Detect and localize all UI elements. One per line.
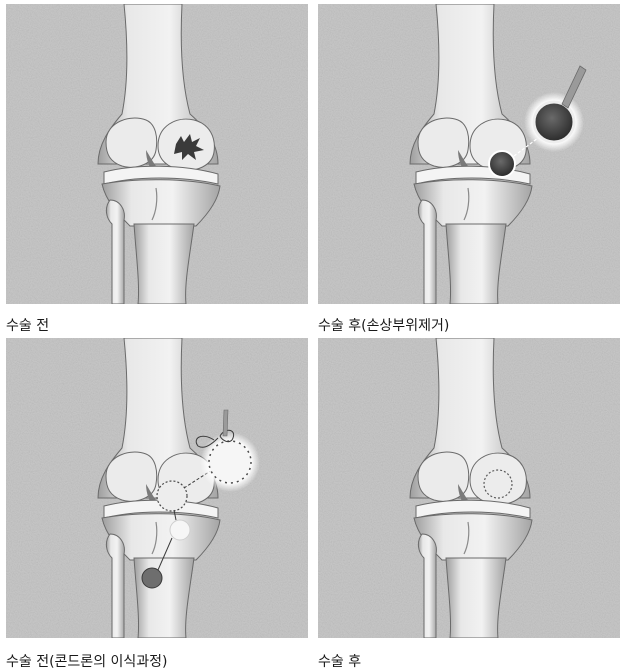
panel-after-surgery [318, 338, 620, 638]
panel-before-surgery [6, 4, 308, 304]
magnified-chondron-graft [209, 441, 251, 483]
knee-illustration-after [318, 338, 620, 638]
repaired-cartilage-site [484, 470, 512, 498]
caption-lesion-removed: 수술 후(손상부위제거) [318, 315, 449, 335]
transplant-needle-instrument [223, 410, 228, 436]
graft-recipient-site [157, 481, 187, 511]
knee-illustration-before [6, 4, 308, 304]
removed-lesion-site [489, 151, 515, 177]
knee-illustration-lesion-removed [318, 4, 620, 304]
graft-donor-site [142, 568, 162, 588]
caption-chondron-transplant: 수술 전(콘드론의 이식과정) [6, 651, 168, 671]
knee-illustration-transplant [6, 338, 308, 638]
panel-chondron-transplant [6, 338, 308, 638]
caption-after-surgery: 수술 후 [318, 651, 361, 671]
panel-lesion-removed [318, 4, 620, 304]
graft-source-cartilage [170, 520, 190, 540]
caption-before-surgery: 수술 전 [6, 315, 49, 335]
